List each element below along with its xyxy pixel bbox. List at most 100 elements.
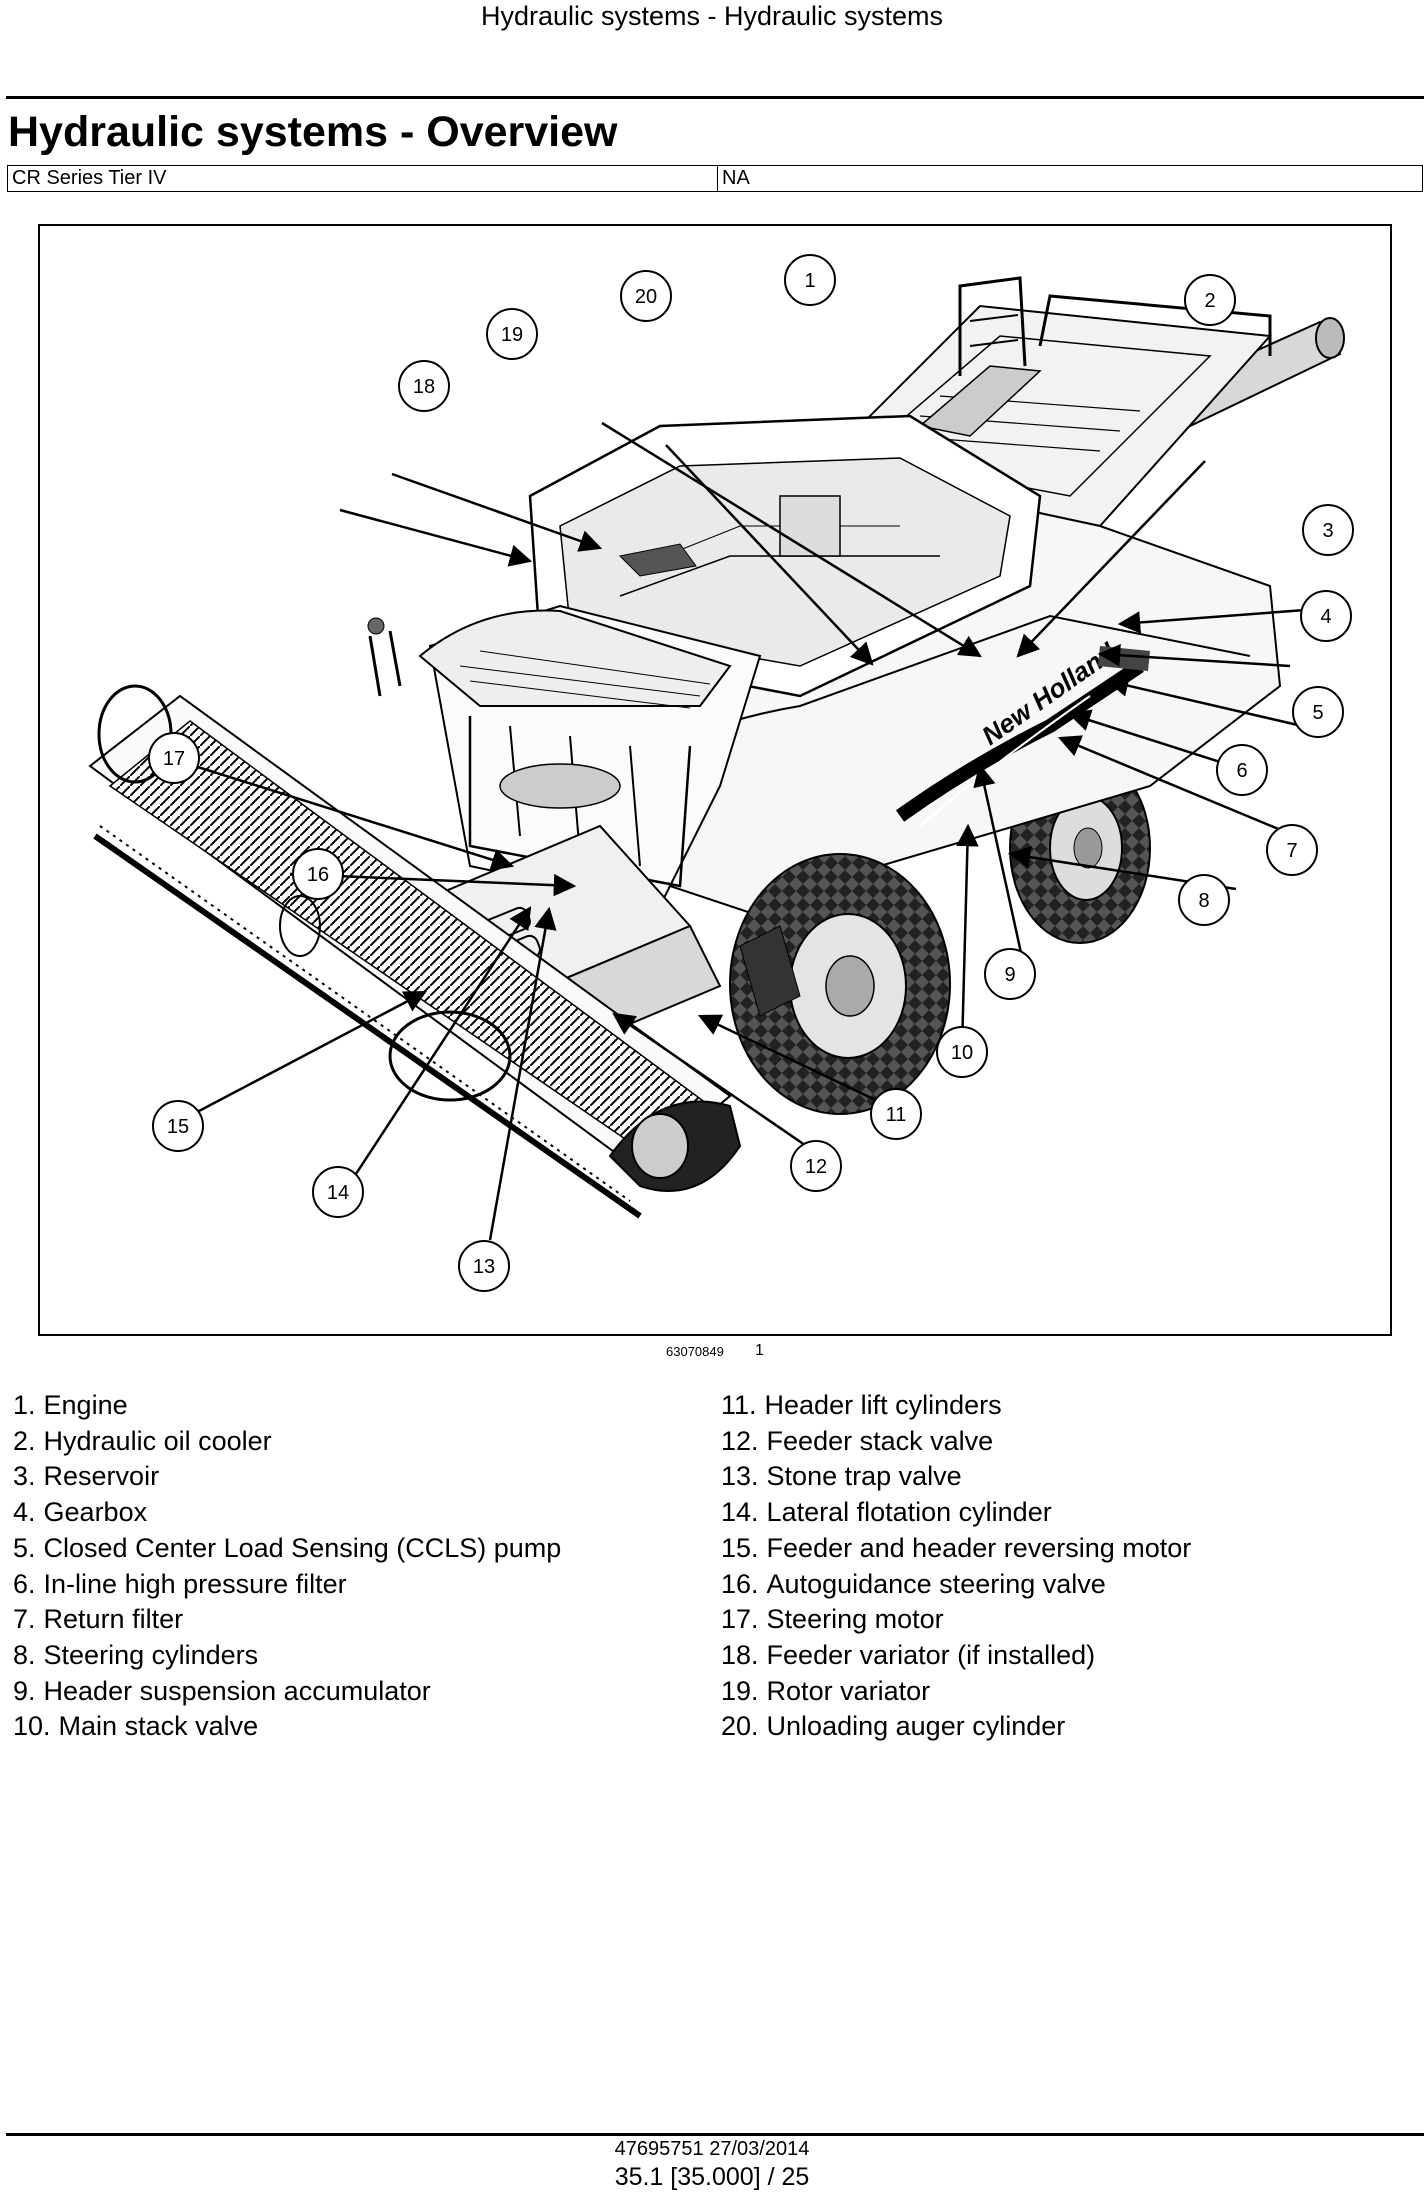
callout-label: 12 <box>805 1156 827 1178</box>
callout-5: 5 <box>1292 686 1344 738</box>
callout-label: 17 <box>163 748 185 770</box>
legend-text: Hydraulic oil cooler <box>43 1425 272 1456</box>
figure-reference: 63070849 <box>666 1344 724 1359</box>
legend-text: Engine <box>43 1390 128 1420</box>
legend-text: Main stack valve <box>58 1711 259 1742</box>
legend-num: 1. <box>13 1390 36 1420</box>
callout-11: 11 <box>870 1088 922 1140</box>
callout-label: 11 <box>886 1104 907 1126</box>
legend-item: 14.Lateral flotation cylinder <box>721 1495 1191 1531</box>
legend-num: 7. <box>13 1604 36 1635</box>
legend-text: Gearbox <box>43 1497 148 1528</box>
legend-item: 17.Steering motor <box>721 1602 1191 1638</box>
legend-num: 4. <box>13 1497 36 1528</box>
legend-item: 19.Rotor variator <box>721 1674 1191 1710</box>
legend-text: Feeder stack valve <box>766 1425 994 1456</box>
figure-number: 1 <box>755 1342 764 1359</box>
legend-text: Unloading auger cylinder <box>766 1711 1066 1742</box>
callout-label: 19 <box>501 324 523 346</box>
callout-4: 4 <box>1300 590 1352 642</box>
callout-label: 7 <box>1286 840 1297 862</box>
callout-15: 15 <box>152 1100 204 1152</box>
callout-12: 12 <box>790 1140 842 1192</box>
legend-item: 7.Return filter <box>13 1602 561 1638</box>
callout-label: 18 <box>413 376 435 398</box>
legend-text: Return filter <box>43 1604 184 1635</box>
legend-num: 17. <box>721 1604 759 1635</box>
callout-label: 16 <box>307 864 329 886</box>
legend-num: 12. <box>721 1425 759 1456</box>
callout-7: 7 <box>1266 824 1318 876</box>
region-cell: NA <box>722 167 750 189</box>
meta-table: CR Series Tier IV NA <box>7 165 1423 192</box>
callout-label: 2 <box>1204 290 1215 312</box>
callout-10: 10 <box>936 1026 988 1078</box>
callout-19: 19 <box>486 308 538 360</box>
legend-item: 8.Steering cylinders <box>13 1638 561 1674</box>
legend-num: 8. <box>13 1639 36 1670</box>
callout-16: 16 <box>292 848 344 900</box>
callout-label: 14 <box>327 1182 349 1204</box>
legend-item: 9.Header suspension accumulator <box>13 1674 561 1710</box>
legend-item: 13.Stone trap valve <box>721 1459 1191 1495</box>
legend-item: 16.Autoguidance steering valve <box>721 1567 1191 1603</box>
callout-2: 2 <box>1184 274 1236 326</box>
callout-9: 9 <box>984 948 1036 1000</box>
series-cell: CR Series Tier IV <box>8 166 718 191</box>
callout-label: 20 <box>635 286 657 308</box>
legend-num: 10. <box>13 1711 51 1742</box>
callout-label: 15 <box>167 1116 189 1138</box>
callout-3: 3 <box>1302 504 1354 556</box>
legend-item: 18.Feeder variator (if installed) <box>721 1638 1191 1674</box>
legend-text: Lateral flotation cylinder <box>766 1497 1052 1528</box>
legend-num: 5. <box>13 1532 36 1563</box>
legend-item: 15.Feeder and header reversing motor <box>721 1531 1191 1567</box>
legend-num: 13. <box>721 1461 759 1492</box>
callout-13: 13 <box>458 1240 510 1292</box>
legend-item: 2.Hydraulic oil cooler <box>13 1424 561 1460</box>
combine-harvester-illustration: New Holland <box>38 224 1392 1336</box>
callouts: 1 2 3 4 5 6 7 8 9 10 11 12 13 14 15 16 1… <box>148 254 1354 1292</box>
legend-num: 14. <box>721 1497 759 1528</box>
front-wheel <box>729 853 951 1115</box>
legend-text: Steering motor <box>766 1604 944 1635</box>
legend-text: Closed Center Load Sensing (CCLS) pump <box>43 1532 562 1563</box>
legend-text: Feeder and header reversing motor <box>766 1532 1192 1563</box>
legend-item: 4.Gearbox <box>13 1495 561 1531</box>
legend-num: 15. <box>721 1532 759 1563</box>
legend-item: 12.Feeder stack valve <box>721 1424 1191 1460</box>
header-rule <box>6 96 1424 99</box>
legend-num: 19. <box>721 1675 759 1706</box>
document-id: 47695751 27/03/2014 <box>614 2138 810 2160</box>
callout-label: 5 <box>1312 702 1323 724</box>
legend-column-2: 11.Header lift cylinders 12.Feeder stack… <box>721 1388 1191 1745</box>
callout-18: 18 <box>398 360 450 412</box>
callout-8: 8 <box>1178 874 1230 926</box>
legend-text: Stone trap valve <box>766 1461 962 1492</box>
legend-text: Steering cylinders <box>43 1639 259 1670</box>
legend-item: 10.Main stack valve <box>13 1709 561 1745</box>
callout-label: 3 <box>1322 520 1333 542</box>
legend-num: 2. <box>13 1425 36 1456</box>
legend-num: 18. <box>721 1639 759 1670</box>
callout-label: 6 <box>1236 760 1247 782</box>
legend-text: In-line high pressure filter <box>43 1568 347 1599</box>
operator-cab <box>367 604 762 908</box>
callout-label: 1 <box>804 270 815 292</box>
legend-item: 11.Header lift cylinders <box>721 1388 1191 1424</box>
footer-rule <box>6 2133 1424 2136</box>
legend-num: 16. <box>721 1568 759 1599</box>
callout-14: 14 <box>312 1166 364 1218</box>
callout-label: 10 <box>951 1042 973 1064</box>
legend-item: 20.Unloading auger cylinder <box>721 1709 1191 1745</box>
legend-item: 6.In-line high pressure filter <box>13 1567 561 1603</box>
callout-1: 1 <box>784 254 836 306</box>
callout-label: 9 <box>1004 964 1015 986</box>
callout-label: 8 <box>1198 890 1209 912</box>
callout-label: 13 <box>473 1256 495 1278</box>
legend-text: Header suspension accumulator <box>43 1675 431 1706</box>
legend-text: Feeder variator (if installed) <box>766 1639 1096 1670</box>
legend-column-1: 1.Engine 2.Hydraulic oil cooler 3.Reserv… <box>13 1388 561 1745</box>
legend-num: 20. <box>721 1711 759 1742</box>
legend-text: Autoguidance steering valve <box>766 1568 1106 1599</box>
